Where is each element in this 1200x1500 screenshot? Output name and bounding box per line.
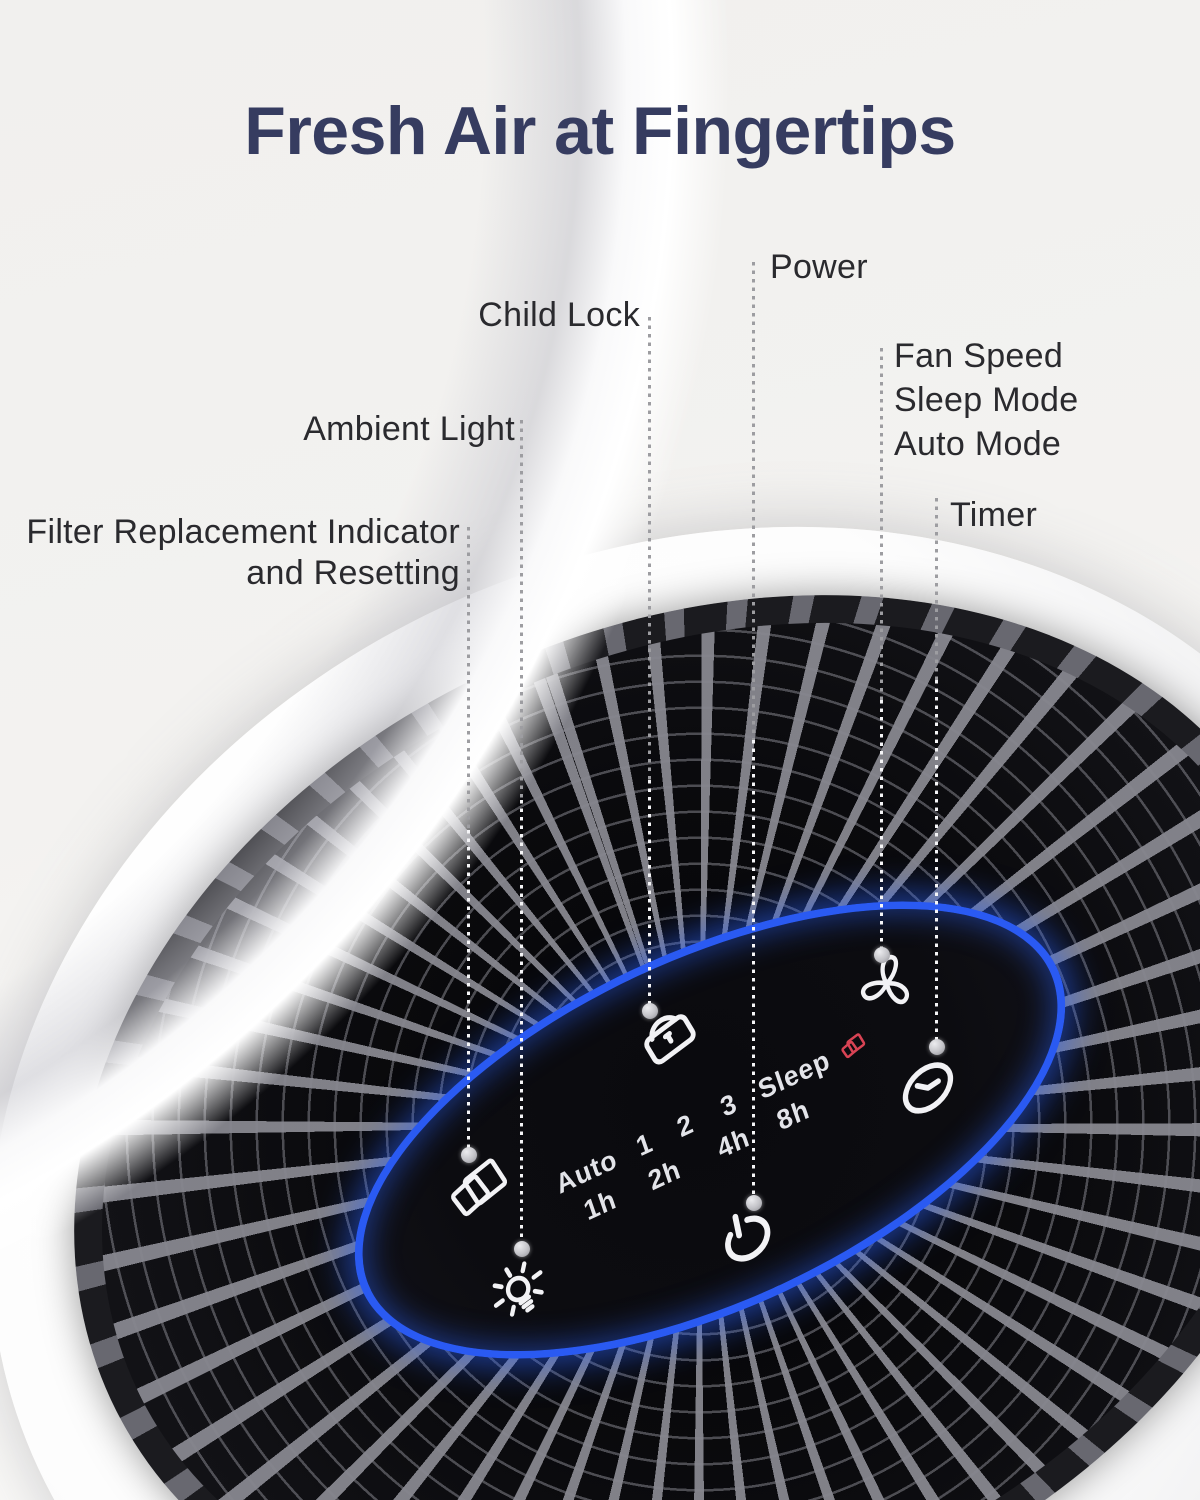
- panel-label-4h: 4h: [713, 1121, 754, 1165]
- callout-dot-fanspeed: [874, 947, 890, 963]
- callout-line-fanspeed: [880, 348, 883, 700]
- label-fan-modes: Fan Speed Sleep Mode Auto Mode: [894, 334, 1078, 466]
- panel-label-speed-2: 2: [673, 1107, 698, 1144]
- power-icon: [706, 1199, 786, 1286]
- ambient-light-icon: [478, 1247, 562, 1336]
- callout-dot-childlock: [642, 1003, 658, 1019]
- callout-dot-filter: [461, 1147, 477, 1163]
- page-title: Fresh Air at Fingertips: [244, 93, 956, 169]
- callout-line-ambient: [520, 420, 523, 800]
- callout-line-timer-dark: [935, 680, 938, 1040]
- filter-alert-icon: [837, 1029, 870, 1064]
- label-sleep-mode: Sleep Mode: [894, 381, 1079, 419]
- label-power: Power: [770, 248, 868, 286]
- callout-line-fanspeed-dark: [880, 700, 883, 948]
- panel-label-speed-3: 3: [716, 1087, 741, 1123]
- callout-line-childlock-dark: [648, 780, 651, 1004]
- panel-label-speed-1: 1: [632, 1126, 657, 1163]
- label-ambient-light: Ambient Light: [303, 410, 515, 448]
- label-child-lock: Child Lock: [478, 296, 640, 334]
- filter-reset-icon: [439, 1147, 517, 1228]
- label-auto-mode: Auto Mode: [894, 425, 1062, 463]
- label-filter-replacement: Filter Replacement Indicator and Resetti…: [26, 512, 460, 594]
- label-filter-line2: and Resetting: [246, 554, 460, 592]
- callout-line-filter: [467, 527, 470, 830]
- label-filter-line1: Filter Replacement Indicator: [26, 513, 460, 551]
- panel-label-1h: 1h: [580, 1183, 621, 1227]
- callout-line-childlock: [648, 317, 651, 780]
- callout-dot-power: [746, 1195, 762, 1211]
- callout-line-ambient-dark: [520, 800, 523, 1242]
- control-panel-content: Auto 1 2 3 Sleep 1h 2h 4h 8h: [307, 798, 1114, 1461]
- fan-speed-icon: [845, 938, 928, 1028]
- callout-line-power-dark: [752, 740, 755, 1196]
- panel-label-2h: 2h: [644, 1153, 685, 1197]
- callout-dot-timer: [929, 1039, 945, 1055]
- timer-icon: [888, 1047, 968, 1129]
- callout-line-power: [752, 262, 755, 740]
- callout-line-timer: [935, 498, 938, 680]
- callout-line-filter-dark: [467, 830, 470, 1148]
- label-timer: Timer: [950, 496, 1038, 534]
- child-lock-icon: [624, 989, 711, 1077]
- panel-label-8h: 8h: [773, 1093, 814, 1137]
- callout-dot-ambient: [514, 1241, 530, 1257]
- label-fan-speed: Fan Speed: [894, 337, 1064, 375]
